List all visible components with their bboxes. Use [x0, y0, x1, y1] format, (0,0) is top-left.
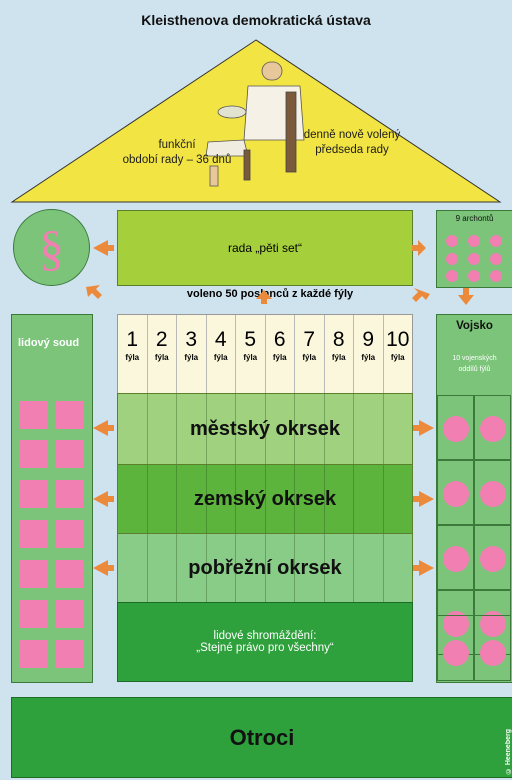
- court-square: [19, 600, 47, 628]
- district-coastal: pobřežní okrsek: [117, 533, 413, 603]
- arrow-up-left-icon: [86, 285, 102, 299]
- arrow-left-icon: [412, 240, 426, 256]
- council-election-note: voleno 50 poslanců z každé fýly: [150, 288, 390, 300]
- archons-box: 9 archontů: [436, 210, 512, 288]
- court-square: [19, 640, 47, 668]
- archon-dot: [446, 235, 458, 247]
- court-square: [55, 440, 83, 468]
- archon-dot: [468, 253, 480, 265]
- arrow-down-icon: [458, 288, 474, 305]
- district-inland: zemský okrsek: [117, 464, 413, 534]
- archon-dot: [468, 235, 480, 247]
- court-square: [55, 640, 83, 668]
- assembly-line1: lidové shromáždění:: [214, 630, 317, 642]
- law-circle: §: [13, 209, 90, 286]
- council-label: rada „pěti set“: [228, 241, 302, 255]
- archon-dot: [490, 253, 502, 265]
- diagram-title: Kleisthenova demokratická ústava: [0, 12, 512, 28]
- court-square: [55, 600, 83, 628]
- court-label: lidový soud: [18, 337, 79, 349]
- army-unit: [474, 615, 511, 681]
- slaves-label: Otroci: [230, 725, 295, 751]
- court-square: [55, 560, 83, 588]
- court-square: [19, 520, 47, 548]
- archon-dot: [446, 270, 458, 282]
- district-city-label: městský okrsek: [118, 394, 412, 464]
- council-term-text: funkční období rady – 36 dnů: [112, 138, 242, 168]
- arrow-right-icon: [413, 420, 434, 436]
- court-square: [55, 401, 83, 429]
- peoples-assembly: lidové shromáždění: „Stejné právo pro vš…: [117, 602, 413, 682]
- arrow-up-right-icon: [412, 288, 430, 302]
- army-unit: [437, 525, 474, 590]
- court-square: [19, 480, 47, 508]
- arrow-left-icon: [93, 491, 114, 507]
- arrow-left-icon: [93, 240, 114, 256]
- pediment: [0, 0, 512, 205]
- archon-dot: [490, 235, 502, 247]
- district-city: městský okrsek: [117, 393, 413, 465]
- army-sublabel: 10 vojenských oddílů fýlů: [437, 353, 512, 375]
- district-inland-label: zemský okrsek: [118, 465, 412, 533]
- court-square: [19, 560, 47, 588]
- credit-text: © Heeneberg: [505, 729, 512, 774]
- army-label: Vojsko: [437, 320, 512, 332]
- arrow-right-icon: [413, 491, 434, 507]
- slaves-bar: Otroci © Heeneberg: [11, 697, 512, 778]
- court-square: [55, 520, 83, 548]
- army-unit: [437, 460, 474, 525]
- archons-label: 9 archontů: [437, 214, 512, 223]
- peoples-court: lidový soud: [11, 314, 93, 683]
- army-box: Vojsko 10 vojenských oddílů fýlů: [436, 314, 512, 683]
- court-square: [19, 440, 47, 468]
- army-unit: [474, 460, 511, 525]
- court-square: [55, 480, 83, 508]
- court-square: [19, 401, 47, 429]
- army-unit: [474, 395, 511, 460]
- army-unit: [474, 525, 511, 590]
- paragraph-icon: §: [39, 223, 64, 273]
- archon-dot: [468, 270, 480, 282]
- archon-dot: [490, 270, 502, 282]
- army-unit: [437, 395, 474, 460]
- arrow-right-icon: [413, 560, 434, 576]
- army-unit: [437, 615, 474, 681]
- district-coastal-label: pobřežní okrsek: [118, 534, 412, 602]
- archon-dot: [446, 253, 458, 265]
- assembly-line2: „Stejné právo pro všechny“: [196, 642, 333, 654]
- chairman-text: denně nově volený předseda rady: [302, 128, 402, 158]
- arrow-left-icon: [93, 560, 114, 576]
- council-of-five-hundred: rada „pěti set“: [117, 210, 413, 286]
- arrow-left-icon: [93, 420, 114, 436]
